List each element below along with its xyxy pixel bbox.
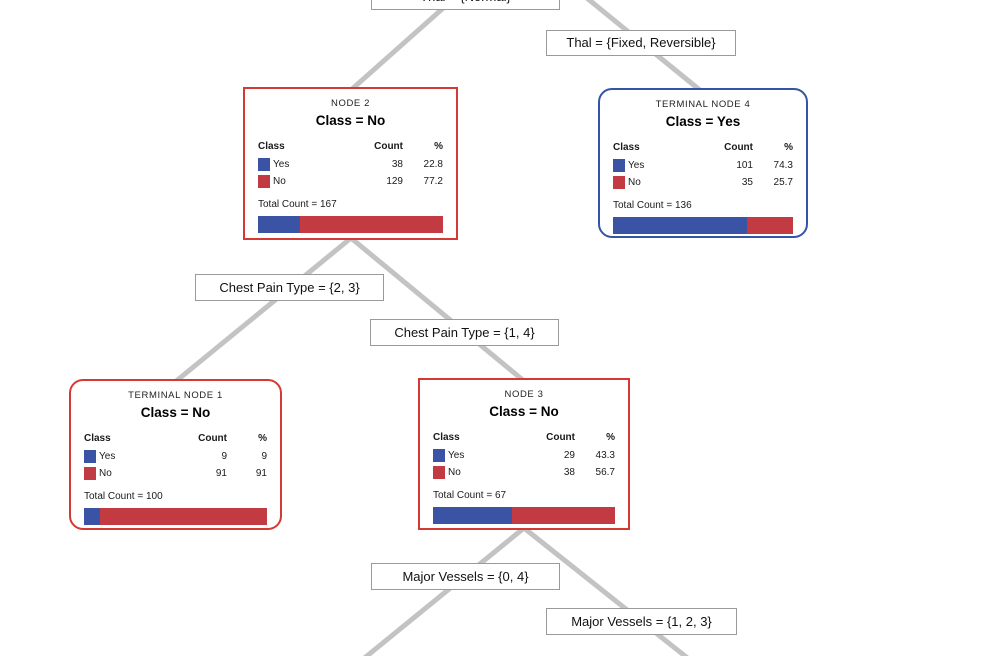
column-header-class: Class: [258, 141, 285, 152]
table-row-no: No 91 91: [84, 465, 267, 482]
table-header-row: Class Count %: [258, 139, 443, 155]
table-header-row: Class Count %: [433, 430, 615, 446]
total-count-label: Total Count = 136: [613, 200, 692, 211]
bar-no-segment: [746, 217, 793, 234]
row-percent: 22.8: [423, 159, 443, 170]
table-row-no: No 129 77.2: [258, 173, 443, 190]
terminal-node-4[interactable]: TERMINAL NODE 4 Class = Yes Class Count …: [598, 88, 808, 238]
node-title: TERMINAL NODE 1: [128, 390, 223, 401]
bar-yes-segment: [84, 508, 101, 525]
table-row-yes: Yes 9 9: [84, 448, 267, 465]
node-3[interactable]: NODE 3 Class = No Class Count % Yes 29 4…: [418, 378, 630, 530]
bar-no-segment: [511, 507, 615, 524]
no-color-swatch: [433, 466, 445, 479]
row-percent: 25.7: [773, 177, 793, 188]
row-percent: 56.7: [595, 467, 615, 478]
column-header-percent: %: [434, 141, 443, 152]
column-header-percent: %: [606, 432, 615, 443]
column-header-count: Count: [546, 432, 575, 443]
table-row-yes: Yes 38 22.8: [258, 156, 443, 173]
row-label: Yes: [99, 451, 116, 462]
table-row-no: No 38 56.7: [433, 464, 615, 481]
row-label: No: [273, 176, 286, 187]
no-color-swatch: [258, 175, 270, 188]
edge-label-thal-fixed-reversible: Thal = {Fixed, Reversible}: [546, 30, 736, 56]
row-percent: 43.3: [595, 450, 615, 461]
node-title: NODE 3: [504, 389, 544, 400]
row-label: No: [448, 467, 461, 478]
edge-label-major-vessels-1-2-3: Major Vessels = {1, 2, 3}: [546, 608, 737, 635]
class-distribution-bar: [433, 507, 615, 524]
table-header-row: Class Count %: [613, 140, 793, 156]
column-header-percent: %: [784, 142, 793, 153]
no-color-swatch: [613, 176, 625, 189]
yes-color-swatch: [258, 158, 270, 171]
edge-label-thal-normal: Thal = {Normal}: [371, 0, 560, 10]
class-distribution-bar: [613, 217, 793, 234]
row-label: Yes: [273, 159, 290, 170]
column-header-count: Count: [374, 141, 403, 152]
table-row-no: No 35 25.7: [613, 174, 793, 191]
row-percent: 77.2: [423, 176, 443, 187]
yes-color-swatch: [613, 159, 625, 172]
node-title: TERMINAL NODE 4: [655, 99, 751, 110]
row-percent: 91: [255, 468, 267, 479]
bar-yes-segment: [433, 507, 512, 524]
edge-node2-to-node3: [349, 236, 526, 383]
edge-node3-left-child: [362, 526, 526, 656]
row-count: 9: [221, 451, 227, 462]
node-class-label: Class = No: [140, 405, 211, 420]
total-count-label: Total Count = 167: [258, 199, 337, 210]
column-header-count: Count: [198, 433, 227, 444]
bar-yes-segment: [258, 216, 301, 233]
row-label: No: [628, 177, 641, 188]
table-row-yes: Yes 101 74.3: [613, 157, 793, 174]
row-percent: 74.3: [773, 160, 793, 171]
column-header-percent: %: [258, 433, 267, 444]
row-count: 29: [563, 450, 575, 461]
total-count-label: Total Count = 100: [84, 491, 163, 502]
column-header-class: Class: [84, 433, 111, 444]
node-class-label: Class = No: [315, 113, 386, 128]
bar-no-segment: [100, 508, 267, 525]
terminal-node-1[interactable]: TERMINAL NODE 1 Class = No Class Count %…: [69, 379, 282, 530]
edge-root-to-node2: [349, 0, 457, 92]
no-color-swatch: [84, 467, 96, 480]
row-count: 129: [386, 176, 403, 187]
row-label: Yes: [448, 450, 465, 461]
row-label: Yes: [628, 160, 645, 171]
row-count: 38: [563, 467, 575, 478]
row-label: No: [99, 468, 112, 479]
column-header-count: Count: [724, 142, 753, 153]
bar-yes-segment: [613, 217, 747, 234]
edge-label-major-vessels-0-4: Major Vessels = {0, 4}: [371, 563, 560, 590]
edge-label-chest-pain-2-3: Chest Pain Type = {2, 3}: [195, 274, 384, 301]
node-class-label: Class = Yes: [665, 114, 741, 129]
row-percent: 9: [261, 451, 267, 462]
node-2[interactable]: NODE 2 Class = No Class Count % Yes 38 2…: [243, 87, 458, 240]
class-distribution-bar: [84, 508, 267, 525]
edge-node3-right-child: [522, 526, 689, 656]
class-distribution-bar: [258, 216, 443, 233]
row-count: 101: [736, 160, 753, 171]
row-count: 38: [391, 159, 403, 170]
column-header-class: Class: [433, 432, 460, 443]
edge-node2-to-terminal1: [173, 236, 353, 384]
column-header-class: Class: [613, 142, 640, 153]
row-count: 91: [215, 468, 227, 479]
yes-color-swatch: [84, 450, 96, 463]
node-class-label: Class = No: [489, 404, 559, 419]
total-count-label: Total Count = 67: [433, 490, 507, 501]
edge-label-chest-pain-1-4: Chest Pain Type = {1, 4}: [370, 319, 559, 346]
bar-no-segment: [300, 216, 443, 233]
yes-color-swatch: [433, 449, 445, 462]
node-title: NODE 2: [331, 98, 370, 109]
table-header-row: Class Count %: [84, 431, 267, 447]
table-row-yes: Yes 29 43.3: [433, 447, 615, 464]
row-count: 35: [741, 177, 753, 188]
